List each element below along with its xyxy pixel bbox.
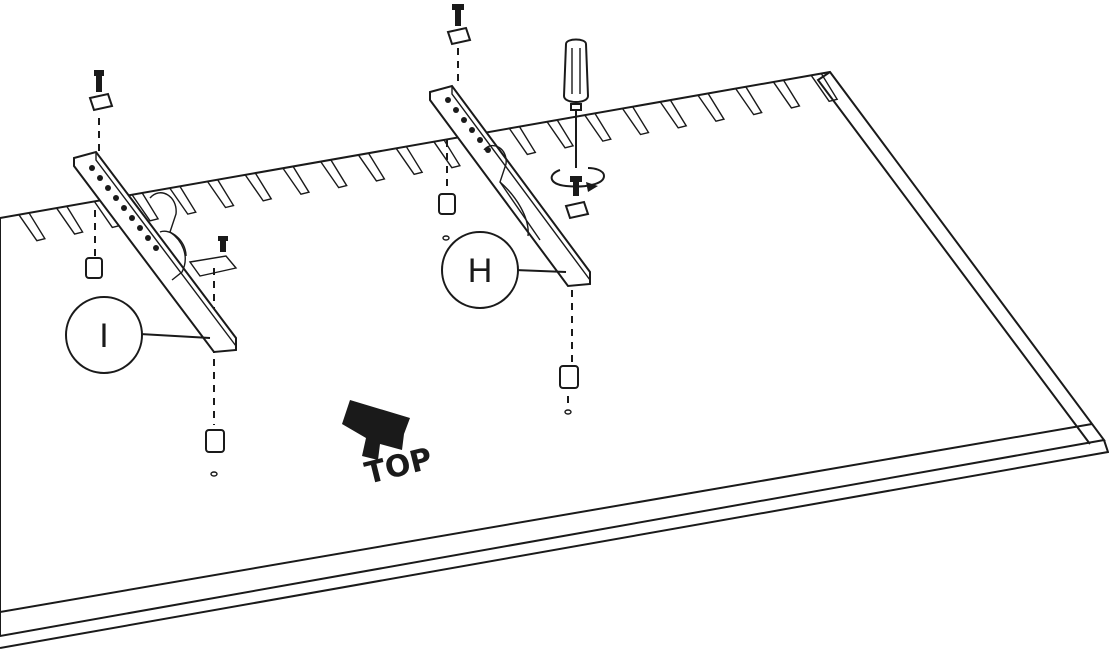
top-direction-indicator: TOP [342,400,436,492]
rotation-arrow-icon [550,167,606,192]
vent-slot [697,92,726,123]
vent-slot [395,145,424,176]
bracket-assembly-right [429,4,591,415]
vent-slot [546,119,575,149]
vent-slot [735,86,763,116]
callout-bracket-right: H [441,231,567,309]
vent-slot [131,192,160,222]
vent-slot [508,126,537,156]
bracket-left-holes [89,165,159,251]
vent-slot [357,152,386,182]
washer-top-left [88,92,114,112]
vent-slot [56,205,84,235]
up-arrow-icon [342,400,410,460]
vent-slot [659,99,688,129]
bracket-right-holes [445,97,491,153]
bracket-assembly-left [73,70,238,477]
vent-slot [584,112,612,142]
callout-label-i: I [99,317,108,355]
screw-top-left [94,70,104,92]
vent-slot [169,185,197,215]
washer-top-right [446,26,472,46]
vent-slot [772,79,801,109]
hole-right-upper [442,235,450,241]
tv-back-panel [0,70,1109,649]
callout-bracket-left: I [65,296,211,374]
screw-top-right [452,4,464,26]
callout-label-h: H [468,252,493,290]
vent-slot [18,212,46,242]
vent-slot [320,159,348,189]
vent-slot [810,72,839,103]
vent-slot [206,179,235,209]
vent-slot [244,172,273,202]
washer-right-mid [564,200,590,220]
spacer-left-lower [205,429,225,453]
vent-slot [621,106,650,136]
spacer-left-upper [85,257,103,279]
hole-left-lower [210,471,218,477]
vent-slot [282,165,311,196]
vent-slot [433,139,461,169]
hole-right-lower [564,409,572,415]
screwdriver-icon [562,38,590,196]
spacer-right-upper [438,193,456,215]
spacer-right-lower [559,365,579,389]
